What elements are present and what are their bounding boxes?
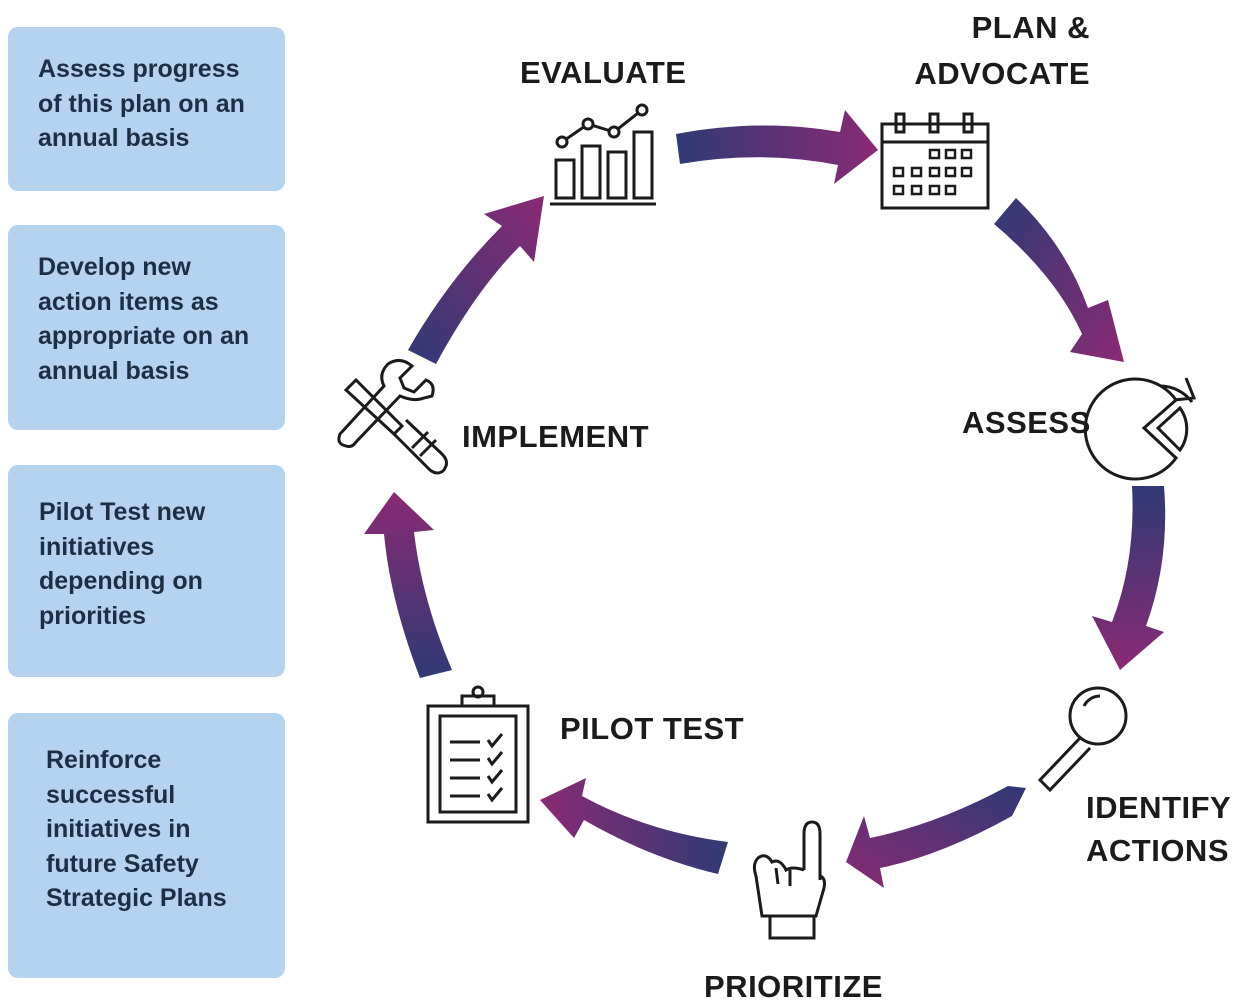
bar-chart-icon: [550, 103, 656, 206]
pointing-hand-icon: [752, 820, 826, 940]
arrow-identify-to-prioritize: [846, 786, 1026, 888]
stage-assess: ASSESS: [962, 405, 1091, 440]
note-text: Develop new action items as appropriate …: [38, 253, 250, 385]
calendar-icon: [880, 112, 990, 210]
tools-icon: [337, 359, 448, 475]
stage-prioritize: PRIORITIZE: [704, 969, 883, 1004]
note-assess-progress: Assess progress of this plan on an annua…: [8, 27, 285, 191]
note-text: Pilot Test new initiatives depending on …: [39, 498, 206, 630]
note-pilot-test: Pilot Test new initiatives depending on …: [8, 465, 285, 677]
arrow-pilot-to-implement: [364, 492, 452, 678]
stage-plan-advocate: PLAN & ADVOCATE: [914, 10, 1090, 91]
arrow-assess-to-identify: [1092, 486, 1166, 670]
note-text: Reinforce successful initiatives in futu…: [46, 746, 227, 912]
arrow-plan-to-assess: [994, 198, 1124, 362]
note-text: Assess progress of this plan on an annua…: [38, 55, 245, 152]
arrow-prioritize-to-pilot: [540, 778, 728, 874]
arrow-evaluate-to-plan: [676, 110, 878, 184]
arrow-implement-to-evaluate: [408, 196, 544, 364]
pie-chart-icon: [1083, 377, 1197, 481]
stage-evaluate: EVALUATE: [520, 55, 687, 90]
magnifier-icon: [1037, 686, 1128, 793]
stage-pilot-test: PILOT TEST: [560, 711, 745, 746]
clipboard-checklist-icon: [426, 685, 530, 824]
stage-identify-actions: IDENTIFY ACTIONS: [1086, 790, 1231, 868]
stage-implement: IMPLEMENT: [462, 419, 650, 454]
note-develop-action-items: Develop new action items as appropriate …: [8, 225, 285, 430]
note-reinforce: Reinforce successful initiatives in futu…: [8, 713, 285, 978]
